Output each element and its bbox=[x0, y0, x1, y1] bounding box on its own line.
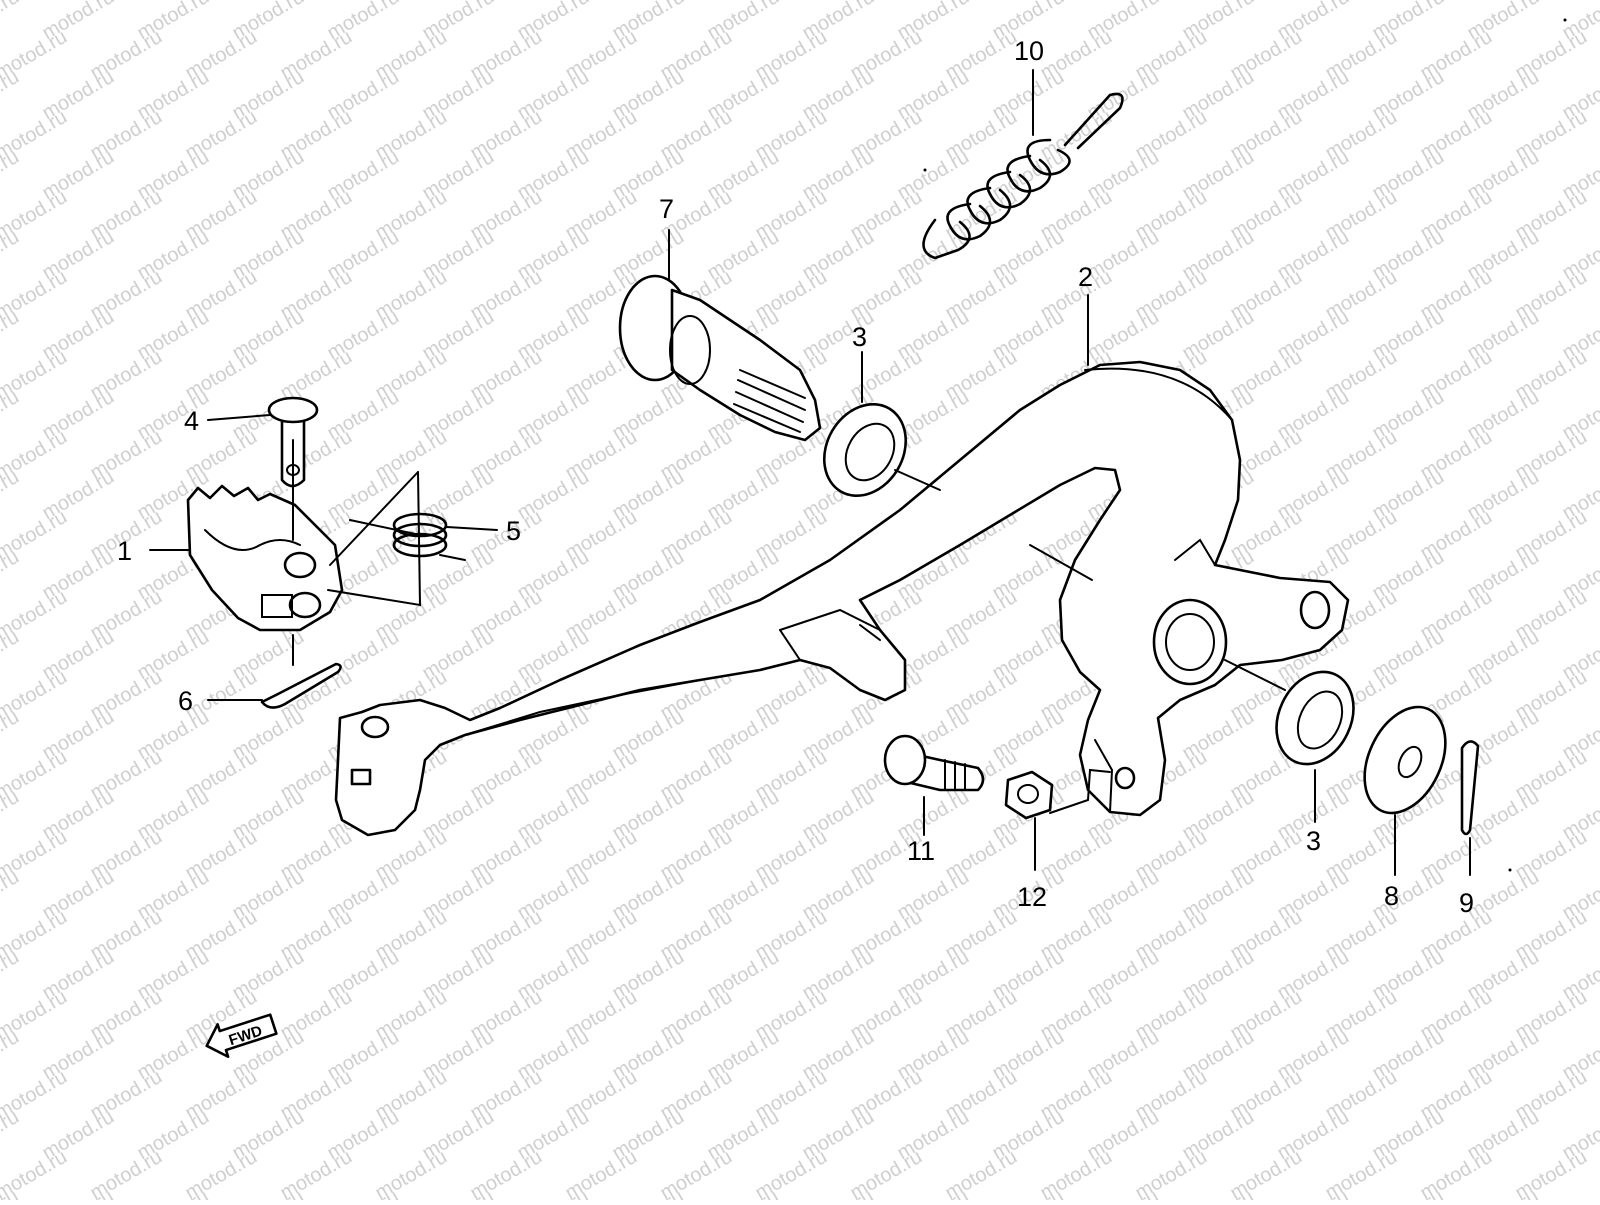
watermark-text: motod.ru bbox=[0, 946, 23, 1005]
callout-6: 6 bbox=[178, 686, 193, 716]
watermark-text: motod.ru bbox=[1464, 1186, 1543, 1200]
callout-2: 2 bbox=[1078, 262, 1093, 292]
watermark-text: motod.ru bbox=[514, 1186, 593, 1200]
callout-8: 8 bbox=[1384, 881, 1399, 911]
callout-3-upper: 3 bbox=[852, 322, 867, 352]
watermark-text: motod.ru bbox=[0, 866, 23, 925]
watermark-text: motod.ru bbox=[0, 786, 23, 845]
watermark-text: motod.ru bbox=[39, 1186, 118, 1200]
watermark-text: motod.ru bbox=[229, 1186, 308, 1200]
watermark-text: motod.ru bbox=[0, 1026, 23, 1085]
watermark-text: motod.ru bbox=[1559, 1186, 1600, 1200]
watermark-text: motod.ru bbox=[0, 0, 23, 44]
watermark-text: motod.ru bbox=[324, 1186, 403, 1200]
callout-4: 4 bbox=[184, 406, 199, 436]
watermark-text: motod.ru bbox=[894, 1186, 973, 1200]
watermark-text: motod.ru bbox=[1179, 1186, 1258, 1200]
watermark-text: motod.ru bbox=[704, 1186, 783, 1200]
watermark-text: motod.ru bbox=[134, 1186, 213, 1200]
callout-1: 1 bbox=[117, 536, 132, 566]
watermark-text: motod.ru bbox=[1084, 1186, 1163, 1200]
watermark-text: motod.ru bbox=[0, 226, 23, 285]
callout-9: 9 bbox=[1459, 888, 1474, 918]
watermark-text: motod.ru bbox=[0, 386, 23, 445]
callout-7: 7 bbox=[659, 194, 674, 224]
watermark-text: motod.ru bbox=[0, 146, 23, 205]
callout-12: 12 bbox=[1017, 882, 1047, 912]
callout-10: 10 bbox=[1014, 36, 1044, 66]
callouts: 1 2 3 3 4 5 6 7 8 9 10 11 12 bbox=[117, 36, 1474, 918]
watermark-text: motod.ru bbox=[0, 66, 23, 125]
callout-3-lower: 3 bbox=[1306, 826, 1321, 856]
watermark-text: motod.ru bbox=[0, 706, 23, 765]
watermark-text: motod.ru bbox=[1274, 1186, 1353, 1200]
watermark-text: motod.ru bbox=[799, 1186, 878, 1200]
watermark-text: motod.ru bbox=[609, 1186, 688, 1200]
callout-5: 5 bbox=[506, 516, 521, 546]
watermark-text: motod.ru bbox=[0, 626, 23, 685]
watermark-text: motod.ru bbox=[419, 1186, 498, 1200]
watermark-text: motod.ru bbox=[989, 1186, 1068, 1200]
watermark-text: motod.ru bbox=[0, 1106, 23, 1165]
watermark-text: motod.ru bbox=[0, 306, 23, 365]
callout-11: 11 bbox=[907, 836, 935, 866]
watermark-text: motod.ru bbox=[0, 466, 23, 525]
watermark-text: motod.ru bbox=[1369, 1186, 1448, 1200]
watermark-text: motod.ru bbox=[0, 546, 23, 605]
